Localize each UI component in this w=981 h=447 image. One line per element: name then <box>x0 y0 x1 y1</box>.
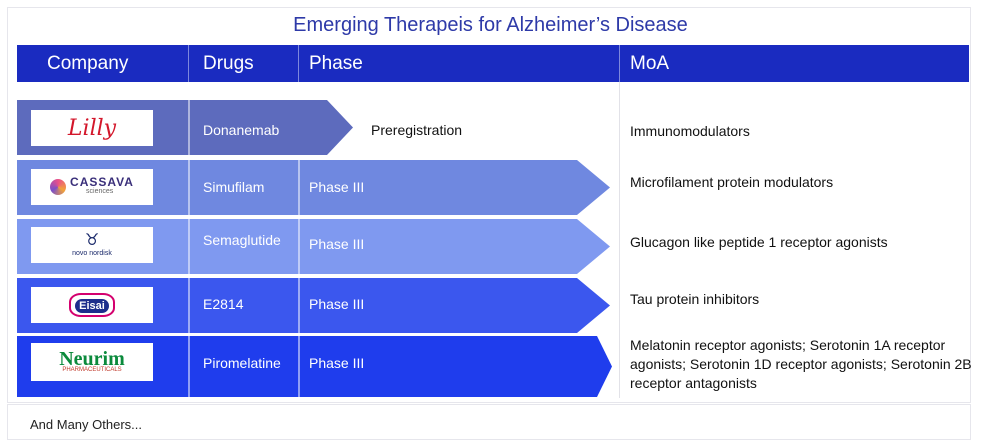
footer-text: And Many Others... <box>30 417 142 432</box>
drug-name: Semaglutide <box>203 232 281 248</box>
neurim-logo-text: Neurim <box>59 347 125 370</box>
header-divider <box>298 45 299 82</box>
table-frame <box>7 7 971 403</box>
page-title: Emerging Therapeis for Alzheimer’s Disea… <box>293 14 688 36</box>
drug-name: Donanemab <box>203 122 280 138</box>
moa-text: Glucagon like peptide 1 receptor agonist… <box>630 234 888 250</box>
phase-label: Phase III <box>309 355 365 371</box>
phase-arrow <box>17 160 610 215</box>
moa-text: Microfilament protein modulators <box>630 174 834 190</box>
company-logo-eisai: Eisai <box>31 287 153 323</box>
header-moa: MoA <box>630 53 670 74</box>
drug-name: E2814 <box>203 296 244 312</box>
eisai-logo-text: Eisai <box>75 299 109 313</box>
table-header: Company Drugs Phase MoA <box>17 45 969 82</box>
cassava-logo-sub: sciences <box>86 188 114 195</box>
header-phase: Phase <box>309 53 363 74</box>
eisai-logo: Eisai <box>69 293 115 317</box>
table-row: Eisai E2814 Phase III <box>17 278 637 333</box>
novo-logo: ♉ novo nordisk <box>72 231 112 258</box>
lilly-logo-text: Lilly <box>67 115 117 141</box>
neurim-logo-sub: PHARMACEUTICALS <box>62 366 122 373</box>
phase-arrow <box>17 336 612 397</box>
moa-text: Melatonin receptor agonists; Serotonin 1… <box>630 337 972 391</box>
phase-label: Phase III <box>309 296 365 312</box>
header-drugs: Drugs <box>203 53 254 74</box>
phase-arrow <box>17 278 610 333</box>
phase-label: Phase III <box>309 236 365 252</box>
header-company: Company <box>47 53 129 74</box>
cassava-logo-name: CASSAVA <box>70 175 134 189</box>
phase-label: Phase III <box>309 179 365 195</box>
moa-text: Tau protein inhibitors <box>630 291 760 307</box>
drug-name: Piromelatine <box>203 355 281 371</box>
novo-logo-text: novo nordisk <box>72 249 112 257</box>
company-logo-lilly: Lilly <box>31 110 153 146</box>
table-row: CASSAVA sciences Simufilam Phase III <box>17 160 637 215</box>
header-divider <box>619 45 620 82</box>
neurim-logo: Neurim PHARMACEUTICALS <box>59 347 125 374</box>
company-logo-cassava: CASSAVA sciences <box>31 169 153 205</box>
header-divider <box>188 45 189 82</box>
table-row: Neurim PHARMACEUTICALS Piromelatine Phas… <box>17 336 637 397</box>
company-logo-novo-nordisk: ♉ novo nordisk <box>31 227 153 263</box>
cassava-logo-icon <box>50 179 67 195</box>
table-row: ♉ novo nordisk Semaglutide Phase III <box>17 219 637 274</box>
drug-name: Simufilam <box>203 179 265 195</box>
footer: And Many Others... <box>7 404 971 440</box>
table-row: Lilly Donanemab Preregistration <box>17 100 637 155</box>
company-logo-neurim: Neurim PHARMACEUTICALS <box>31 343 153 381</box>
moa-text: Immunomodulators <box>630 123 750 139</box>
moa-divider <box>619 82 620 398</box>
phase-arrow <box>17 219 610 274</box>
cassava-logo-text: CASSAVA sciences <box>70 175 134 197</box>
bull-icon: ♉ <box>84 231 100 249</box>
phase-label: Preregistration <box>371 122 463 138</box>
